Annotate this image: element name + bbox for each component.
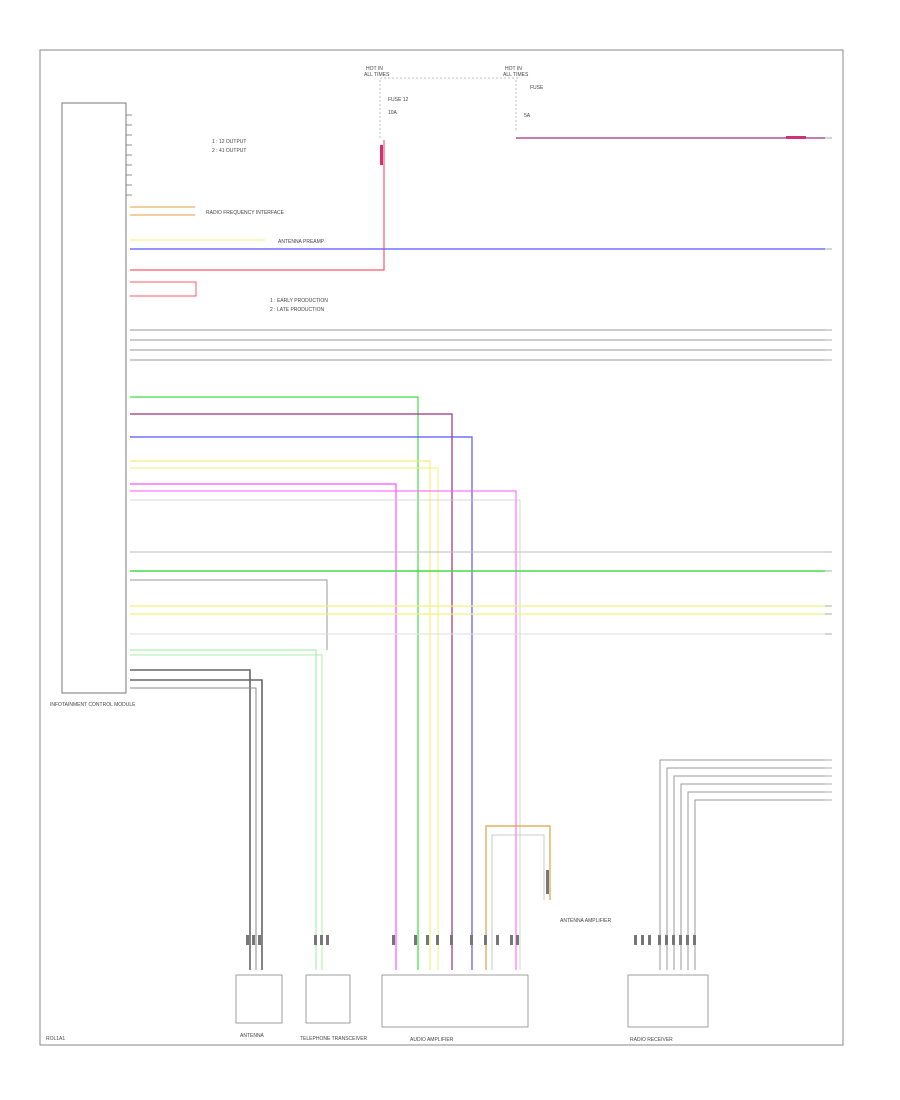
wire-darkgray-antenna-3 [130,687,257,970]
fuse-right-name: FUSE [530,85,544,91]
wire-receiver-3 [673,775,825,970]
connector-blocks [246,136,806,945]
wire-red-power [130,140,385,271]
legend-mid-1: 1 : EARLY PRODUCTION [270,298,328,304]
head-module-label: INFOTAINMENT CONTROL MODULE [50,702,136,708]
legend-upper-2: 2 : 41 OUTPUT [212,148,246,154]
fuse-right-title: HOT IN [505,66,522,72]
wire-receiver-4 [680,783,825,970]
diagram-frame [39,49,844,1046]
wire-receiver-6 [694,799,825,970]
fuse-right-subtitle: ALL TIMES [503,72,529,78]
amplifier-box [381,974,529,1028]
radio-receiver-label: RADIO RECEIVER [630,1037,673,1043]
fuse-left-subtitle: ALL TIMES [364,72,390,78]
antenna-amp-label: ANTENNA AMPLIFIER [560,918,612,924]
head-connector-pins [126,114,132,196]
fuse-right: HOT IN ALL TIMES FUSE 5A [503,66,544,119]
note-antenna-preamp: ANTENNA PREAMP [278,239,325,245]
wire-darkgray-antenna-2 [130,679,263,970]
fuse-left: HOT IN ALL TIMES FUSE 12 10A [364,66,409,116]
legend-upper-1: 1 : 12 OUTPUT [212,139,246,145]
wire-gray-down-1 [130,499,521,970]
telephone-label: TELEPHONE TRANSCEIVER [300,1036,368,1042]
wire-purple-1 [130,413,453,970]
antenna-box [235,974,283,1024]
wire-yellow-2 [130,467,439,970]
wire-receiver-1 [659,759,825,970]
wire-lightgreen-phone-1 [130,649,317,970]
wire-magenta-2 [130,490,517,970]
wire-darkgray-antenna-1 [130,669,251,970]
wire-magenta-1 [130,483,397,970]
fuse-left-amp: 10A [388,110,398,116]
wire-green-1 [130,396,419,970]
telephone-box [305,974,351,1024]
wire-blue-1 [130,436,473,970]
note-radio-frequency: RADIO FREQUENCY INTERFACE [206,210,285,216]
wire-receiver-5 [687,791,825,970]
wire-gray-loop [491,834,545,970]
page-reference: ROL1A1 [46,1036,65,1042]
head-module-box [61,102,127,694]
wire-gray-to-antenna [130,579,328,650]
legend-mid-2: 2 : LATE PRODUCTION [270,307,324,313]
fuse-left-name: FUSE 12 [388,97,409,103]
wire-orange-loop [485,825,551,970]
right-edge-terminals [825,137,832,801]
fuse-left-title: HOT IN [366,66,383,72]
wire-receiver-2 [666,767,825,970]
fuse-right-amp: 5A [524,113,531,119]
wire-red-loop [130,281,197,297]
wire-lightgreen-phone-2 [130,654,323,970]
wire-yellow-1 [130,460,431,970]
antenna-label: ANTENNA [240,1033,265,1039]
radio-receiver-box [627,974,709,1028]
amplifier-label: AUDIO AMPLIFIER [410,1037,454,1043]
